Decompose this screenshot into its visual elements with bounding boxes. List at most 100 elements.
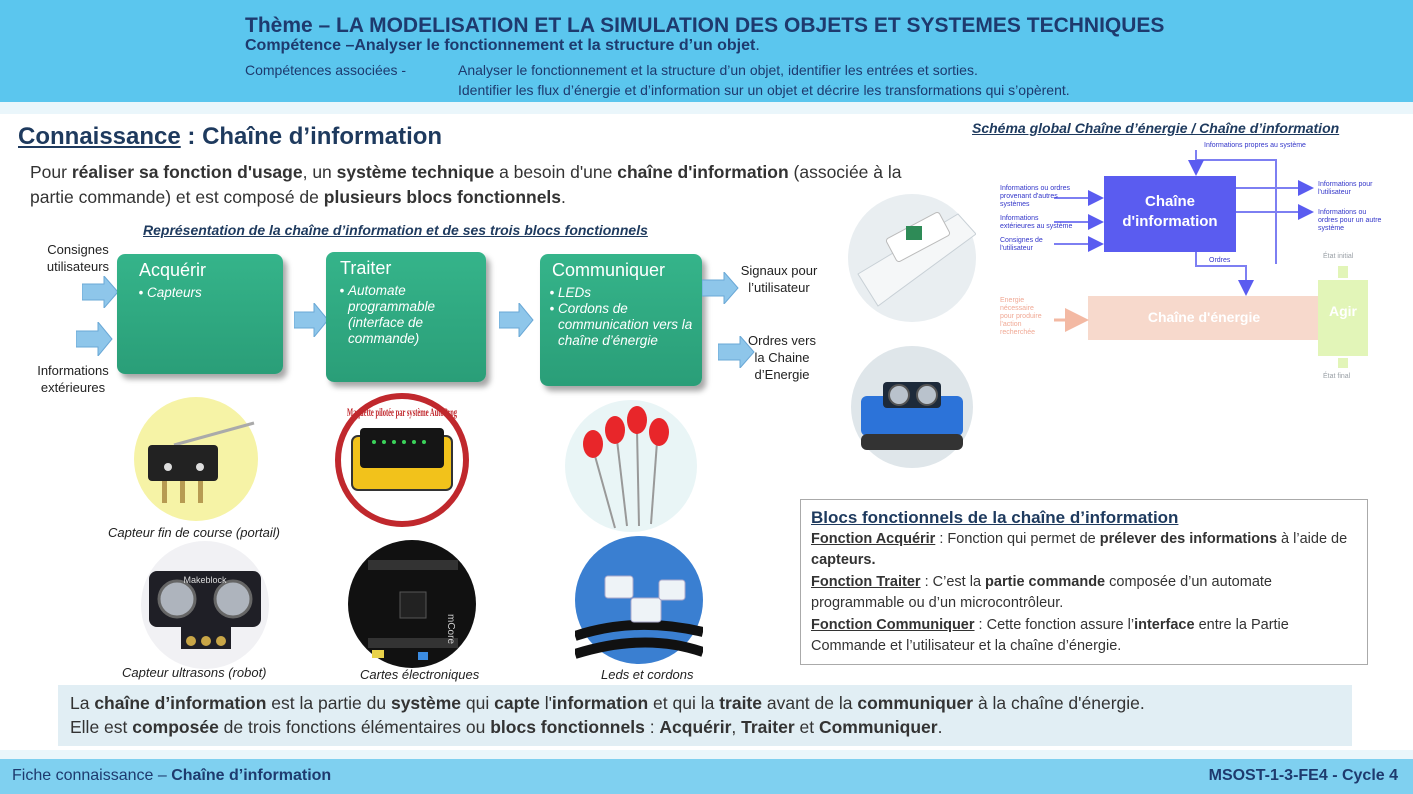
- block-item: Capteurs: [147, 285, 283, 301]
- s-text: :: [644, 717, 660, 737]
- competence-text: Analyser le fonctionnement et la structu…: [354, 37, 756, 54]
- output-arrow-icon: [702, 272, 739, 304]
- summary-line-1: La chaîne d’information est la partie du…: [70, 693, 1145, 714]
- s-bold: communiquer: [857, 693, 974, 713]
- intro-text: Pour: [30, 162, 72, 182]
- chaine-energie-block: [1088, 296, 1320, 340]
- acquerir-definition: Fonction Acquérir : Fonction qui permet …: [811, 529, 1351, 572]
- def-text: entre la Partie Commande et l’utilisateu…: [811, 616, 1289, 655]
- maquette-text: Maquette pilotée par système AutoProg: [347, 405, 457, 419]
- block-title: Traiter: [340, 258, 392, 278]
- s-bold: Communiquer: [818, 717, 938, 737]
- s-bold: capte: [494, 693, 540, 713]
- s-text: est la partie du: [266, 693, 391, 713]
- intro-paragraph: Pour réaliser sa fonction d'usage, un sy…: [30, 160, 940, 210]
- def-text: : Fonction qui permet de: [935, 530, 1100, 547]
- s-bold: information: [551, 693, 649, 713]
- s-bold: composée: [132, 717, 219, 737]
- def-bold: partie commande: [985, 573, 1106, 590]
- intro-bold: réaliser sa fonction d'usage: [71, 162, 303, 182]
- schema-agir: Agir: [1329, 303, 1358, 319]
- s-bold: blocs fonctionnels: [490, 717, 645, 737]
- header-banner: [0, 0, 1413, 102]
- intro-text: , un: [302, 162, 337, 182]
- gate-model-photo: [848, 194, 976, 322]
- s-bold: chaîne d’information: [94, 693, 267, 713]
- caption-leds: Leds et cordons: [601, 667, 694, 682]
- theme-title: Thème – LA MODELISATION ET LA SIMULATION…: [245, 14, 1165, 37]
- block-item: Cordons de communication vers la chaîne …: [558, 301, 702, 349]
- s-text: .: [937, 717, 943, 737]
- s-text: l': [539, 693, 552, 713]
- def-text: composée d’un automate programmable ou d…: [811, 573, 1272, 612]
- intro-bold: plusieurs blocs fonctionnels: [323, 187, 562, 207]
- traiter-definition: Fonction Traiter : C’est la partie comma…: [811, 572, 1351, 615]
- block-traiter: Traiter Automate programmable (interface…: [326, 252, 486, 382]
- traiter-label: Fonction Traiter: [811, 573, 921, 590]
- block-title: Communiquer: [552, 260, 666, 280]
- caption-ultrasons: Capteur ultrasons (robot): [122, 665, 267, 680]
- s-text: Elle est: [70, 717, 133, 737]
- sensor-label: Makeblock: [183, 575, 227, 585]
- footer-divider: [0, 750, 1413, 759]
- title-word: Connaissance: [18, 123, 181, 150]
- block-title: Acquérir: [139, 260, 207, 280]
- output-ordres-label: Ordres vers la Chaine d’Energie: [748, 333, 816, 382]
- intro-bold: chaîne d'information: [617, 162, 789, 182]
- s-bold: Acquérir: [659, 717, 732, 737]
- input-arrow-icon: [76, 322, 113, 356]
- block-item: LEDs: [558, 285, 702, 301]
- def-text: : Cette fonction assure l’: [974, 616, 1135, 633]
- page-title: Connaissance : Chaîne d’information: [18, 123, 442, 151]
- caption-cartes: Cartes électroniques: [360, 667, 480, 682]
- intro-bold: système technique: [336, 162, 495, 182]
- associated-competence-2: Identifier les flux d’énergie et d’infor…: [458, 82, 1070, 98]
- block-acquerir: Acquérir Capteurs: [117, 254, 283, 374]
- leds-photo: [565, 400, 697, 532]
- functional-blocks-title: Blocs fonctionnels de la chaîne d’inform…: [811, 508, 1179, 527]
- communiquer-definition: Fonction Communiquer : Cette fonction as…: [811, 615, 1351, 658]
- def-bold: prélever des informations: [1099, 530, 1278, 547]
- associated-competence-1: Analyser le fonctionnement et la structu…: [458, 62, 978, 78]
- flow-arrow-icon: [499, 303, 534, 337]
- input-infos-ext-label: Informations extérieures: [37, 363, 109, 395]
- limit-switch-photo: [134, 397, 258, 521]
- footer-banner: [0, 759, 1413, 794]
- intro-text: (associée à la partie commande) et est c…: [30, 162, 902, 207]
- s-bold: Traiter: [741, 717, 795, 737]
- intro-text: a besoin d'une: [494, 162, 618, 182]
- s-bold: système: [390, 693, 462, 713]
- s-text: avant de la: [762, 693, 858, 713]
- def-bold: interface: [1134, 616, 1195, 633]
- schema-title: Schéma global Chaîne d’énergie / Chaîne …: [972, 120, 1340, 136]
- output-signaux-label: Signaux pour l’utilisateur: [740, 263, 818, 295]
- summary-line-2: Elle est composée de trois fonctions élé…: [70, 717, 942, 738]
- schema-infos-propres: Informations propres au système: [1204, 142, 1306, 149]
- maquette-logo: Maquette pilotée par système AutoProg: [335, 393, 469, 527]
- schema-etat-final: État final: [1323, 371, 1351, 380]
- associated-competences-label: Compétences associées -: [245, 62, 407, 78]
- def-text: à l’aide de: [1277, 530, 1348, 547]
- input-arrow-icon: [82, 276, 119, 308]
- schema-etat-initial: État initial: [1323, 251, 1354, 260]
- summary-box: La chaîne d’information est la partie du…: [58, 685, 1352, 746]
- s-bold: traite: [719, 693, 762, 713]
- s-text: et qui la: [648, 693, 720, 713]
- s-text: ,: [731, 717, 742, 737]
- board-label: mCore: [445, 614, 456, 644]
- competence-line: Compétence –Analyser le fonctionnement e…: [245, 37, 760, 54]
- def-bold: capteurs.: [811, 552, 876, 568]
- schema-chaine-energie: Chaîne d'énergie: [1148, 309, 1260, 325]
- title-rest: : Chaîne d’information: [180, 123, 443, 150]
- footer-title: Chaîne d’information: [171, 767, 332, 784]
- agir-block: [1318, 280, 1368, 356]
- footer-left: Fiche connaissance – Chaîne d’informatio…: [12, 767, 331, 785]
- acquerir-label: Fonction Acquérir: [811, 530, 936, 547]
